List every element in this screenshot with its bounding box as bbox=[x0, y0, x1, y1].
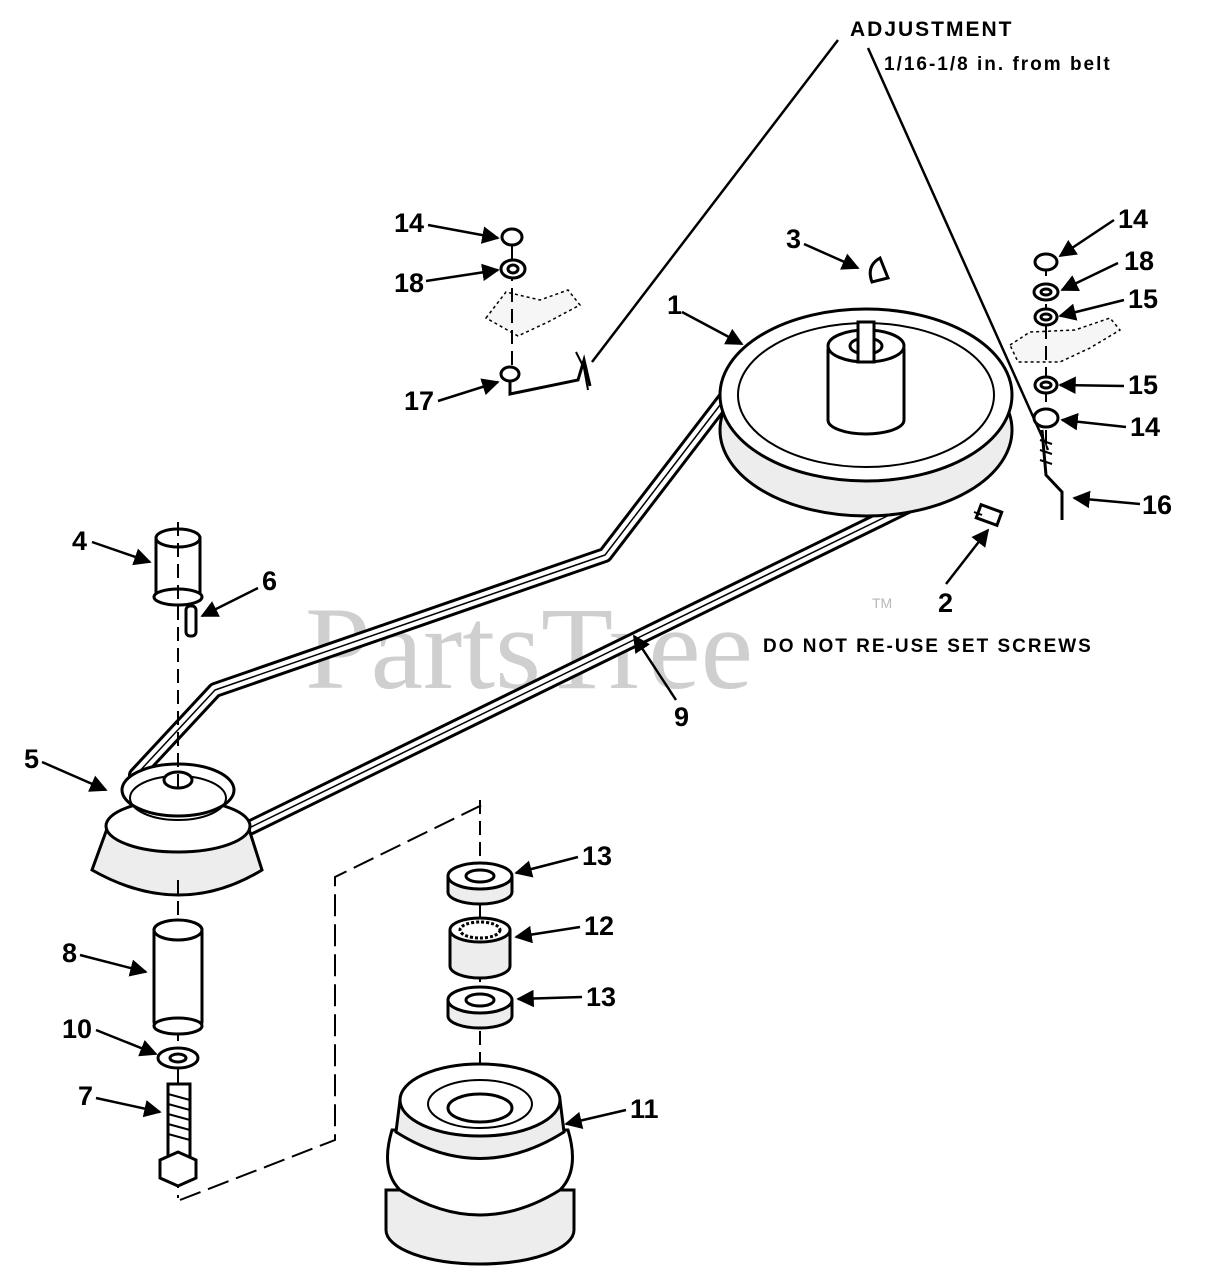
callout-11: 11 bbox=[630, 1094, 659, 1124]
idler-pulley bbox=[90, 762, 264, 897]
callout-4: 4 bbox=[72, 526, 87, 556]
bearing-spacer-lower bbox=[446, 985, 514, 1030]
assembly-bracket bbox=[179, 802, 487, 1201]
callout-1: 1 bbox=[667, 290, 682, 320]
callout-9: 9 bbox=[674, 702, 689, 732]
callout-12: 12 bbox=[584, 911, 614, 941]
callout-7: 7 bbox=[78, 1081, 93, 1111]
callout-18-left: 18 bbox=[394, 268, 424, 298]
hex-bolt bbox=[158, 1082, 198, 1188]
adjustment-detail: 1/16-1/8 in. from belt bbox=[884, 54, 1112, 75]
ball-bearing bbox=[448, 916, 512, 980]
callout-16: 16 bbox=[1142, 490, 1172, 520]
callout-15-upper: 15 bbox=[1128, 284, 1158, 314]
callout-8: 8 bbox=[62, 938, 77, 968]
callout-5: 5 bbox=[24, 744, 39, 774]
lock-washer bbox=[156, 1046, 200, 1070]
adjustment-leader-right bbox=[866, 47, 1050, 451]
callout-10: 10 bbox=[62, 1014, 92, 1044]
callout-2: 2 bbox=[938, 588, 953, 618]
callout-3: 3 bbox=[786, 224, 801, 254]
callout-17: 17 bbox=[404, 386, 434, 416]
woodruff-key bbox=[868, 255, 891, 284]
adjustment-title: ADJUSTMENT bbox=[850, 18, 1014, 41]
set-screw bbox=[973, 502, 1004, 528]
roll-pin bbox=[184, 604, 198, 638]
callout-18-right: 18 bbox=[1124, 246, 1154, 276]
watermark-trademark: TM bbox=[872, 595, 892, 611]
callout-14-left: 14 bbox=[394, 208, 424, 238]
callout-leaders bbox=[41, 218, 1141, 1129]
spindle-pulley bbox=[384, 1062, 576, 1266]
belt-guide-left bbox=[484, 227, 592, 396]
callout-14-right-top: 14 bbox=[1118, 204, 1148, 234]
set-screw-warning: DO NOT RE-USE SET SCREWS bbox=[763, 636, 1093, 657]
adjustment-leader-left bbox=[591, 39, 839, 363]
callout-13-lower: 13 bbox=[586, 982, 616, 1012]
callout-labels: 1 2 3 4 5 6 7 8 9 10 11 12 13 13 14 14 1… bbox=[24, 204, 1172, 1124]
spacer-tube bbox=[152, 918, 204, 1036]
callout-14-right-bottom: 14 bbox=[1130, 412, 1160, 442]
bearing-spacer-upper bbox=[446, 861, 514, 906]
callout-13-upper: 13 bbox=[582, 841, 612, 871]
callout-15-lower: 15 bbox=[1128, 370, 1158, 400]
drive-pulley bbox=[718, 307, 1014, 518]
callout-6: 6 bbox=[262, 566, 277, 596]
belt-guide-right bbox=[1009, 252, 1122, 520]
